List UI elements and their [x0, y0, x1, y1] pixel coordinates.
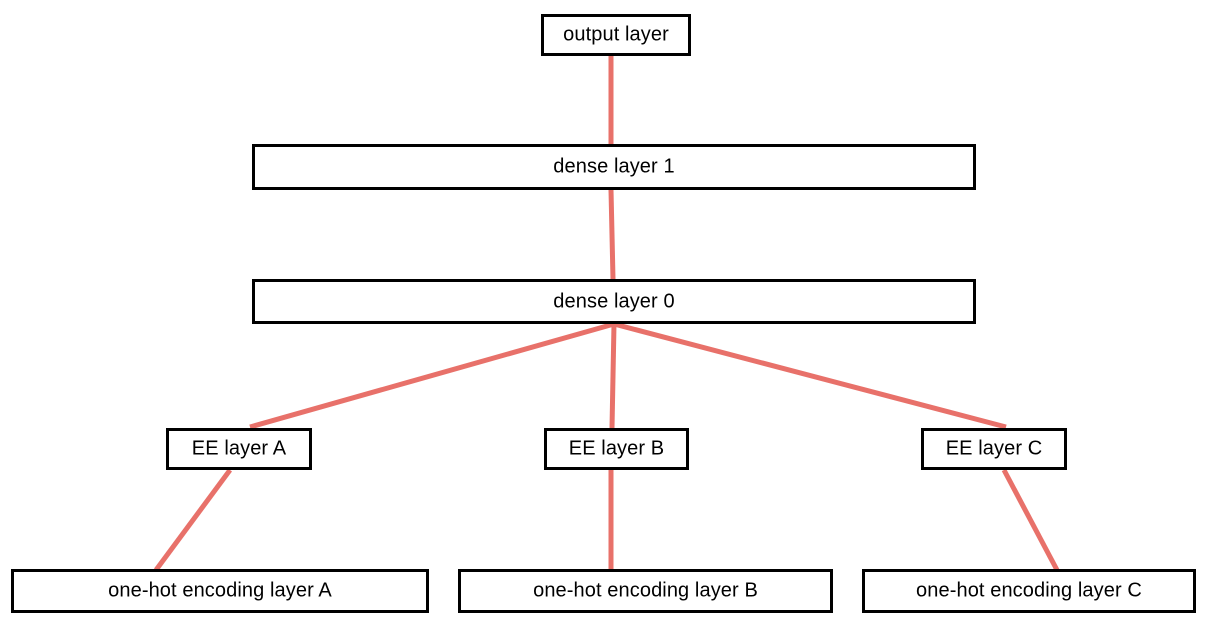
node-label: one-hot encoding layer A [108, 579, 332, 602]
node-one-hot-encoding-layer-a[interactable]: one-hot encoding layer A [11, 569, 429, 613]
node-label: one-hot encoding layer B [533, 579, 758, 602]
node-one-hot-encoding-layer-b[interactable]: one-hot encoding layer B [458, 569, 833, 613]
node-ee-layer-a[interactable]: EE layer A [166, 428, 312, 470]
node-one-hot-encoding-layer-c[interactable]: one-hot encoding layer C [862, 569, 1196, 613]
edge-onehot_c-to-ee_c [1001, 468, 1060, 572]
edge-dense0-to-dense1 [608, 189, 616, 280]
edge-ee_c-to-dense0 [613, 321, 1007, 430]
node-label: EE layer A [191, 437, 287, 460]
node-output-layer[interactable]: output layer [541, 14, 691, 56]
node-label: output layer [563, 23, 669, 46]
node-dense-layer-1[interactable]: dense layer 1 [252, 144, 976, 190]
edge-ee_a-to-dense0 [249, 321, 615, 430]
node-label: EE layer C [945, 437, 1043, 460]
node-label: dense layer 0 [553, 290, 675, 312]
node-label: EE layer B [568, 437, 665, 460]
node-ee-layer-c[interactable]: EE layer C [921, 428, 1067, 470]
node-dense-layer-0[interactable]: dense layer 0 [252, 279, 976, 324]
node-ee-layer-b[interactable]: EE layer B [544, 428, 689, 470]
node-label: dense layer 1 [553, 155, 675, 178]
edge-onehot_a-to-ee_a [153, 468, 233, 572]
edge-ee_b-to-dense0 [609, 323, 617, 429]
node-label: one-hot encoding layer C [916, 579, 1142, 602]
